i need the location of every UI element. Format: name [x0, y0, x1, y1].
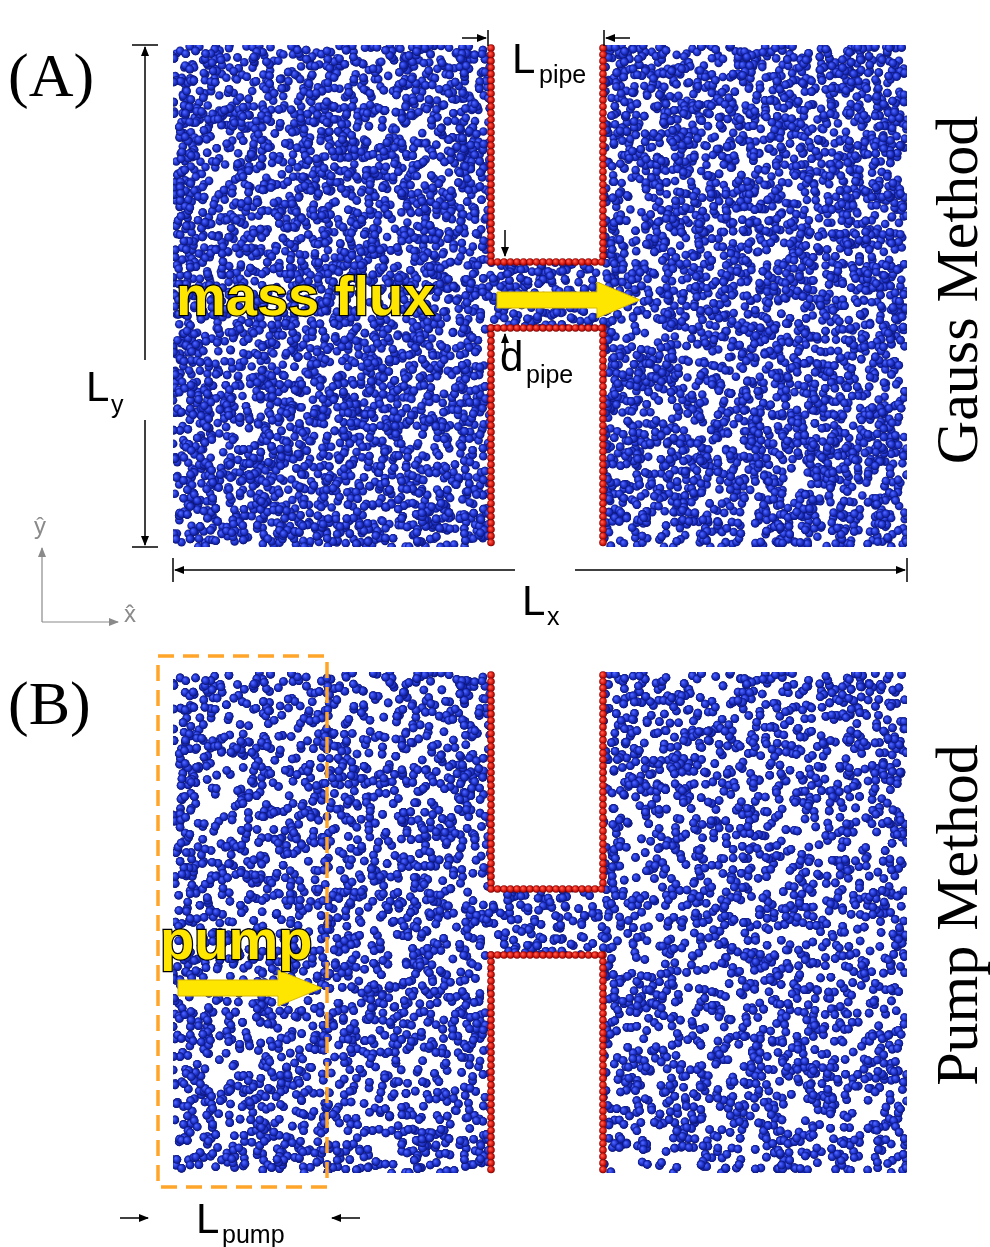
dimension-label: pipe [526, 362, 573, 387]
dimension-label: (A) [8, 44, 94, 106]
dimension-label: d [500, 336, 523, 378]
dimension-label: L [512, 38, 535, 80]
lpump-dimension [120, 1217, 360, 1219]
ly-dimension [132, 45, 158, 547]
dimension-label: L [86, 366, 109, 408]
dimension-label: y [111, 392, 124, 417]
pump-arrow [178, 970, 322, 1006]
pump-region [158, 656, 327, 1187]
dimension-label: L [522, 580, 545, 622]
dimension-label: L [196, 1198, 219, 1240]
flux-arrow [497, 282, 640, 318]
flow-label: mass flux [176, 268, 434, 324]
dimension-label: pipe [539, 62, 586, 87]
axes-icon [42, 548, 118, 622]
lx-dimension [173, 558, 907, 582]
panel-title: Pump Method [927, 744, 987, 1086]
dimension-label: ŷ [34, 514, 46, 538]
dimension-label: pump [222, 1222, 285, 1247]
dimension-label: (B) [8, 672, 91, 734]
panel-title: Gauss Method [927, 116, 987, 464]
dimension-label: x [547, 604, 560, 629]
dimension-label: x̂ [124, 602, 136, 626]
lpipe-dimension [462, 30, 630, 46]
flow-label: pump [160, 912, 312, 968]
